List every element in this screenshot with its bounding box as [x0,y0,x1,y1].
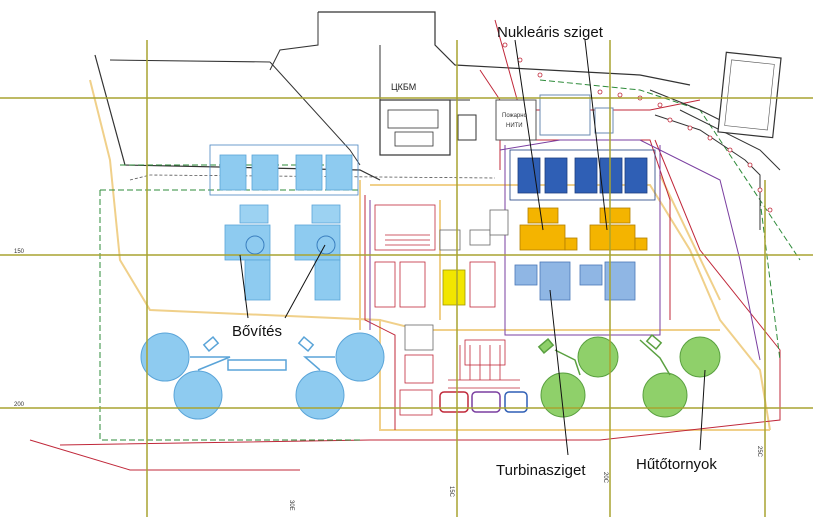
cooling-tower-connectors [537,334,671,376]
road-network [89,79,771,431]
grid-label-x4: 25С [756,446,762,458]
aux-buildings-top [539,94,614,136]
callout-leaders [239,39,706,456]
fire-station [495,99,537,141]
railway-signals [502,42,773,213]
turbine-island-label: Turbinasziget [496,462,586,479]
nuclear-island-label: Nukleáris sziget [497,24,604,41]
purple-utility-lines [369,139,761,361]
grid-label-150: 150 [14,249,25,255]
expansion-block-buildings [219,154,353,301]
cooling-towers [540,336,721,418]
expansion-tower-connectors [190,336,335,371]
central-aux-buildings [374,204,506,416]
grid-label-200: 200 [14,402,25,408]
reactor-blocks [519,207,648,251]
cooling-towers-label: Hűtőtornyok [636,456,717,473]
ladder-structures [385,234,520,389]
fire-station-label-1: Пожарно [502,113,528,119]
survey-grid [0,40,813,517]
warehouse [717,51,782,139]
expansion-outline [209,144,359,196]
turbine-halls [514,261,636,301]
ckbm-building [379,99,477,156]
fire-station-label-2: НИТИ [506,123,523,129]
central-grey-buildings [404,209,509,351]
ckbm-label: ЦКБМ [391,82,416,92]
expansion-cooling-towers [140,332,385,420]
grid-label-x3: 20С [602,472,608,484]
switchyard [439,391,528,413]
grid-label-x1: 30Е [288,500,294,511]
railway [649,89,781,230]
expansion-label: Bővítés [232,323,282,340]
nuclear-island-buildings [509,149,656,201]
grid-label-x2: 15С [448,486,454,498]
